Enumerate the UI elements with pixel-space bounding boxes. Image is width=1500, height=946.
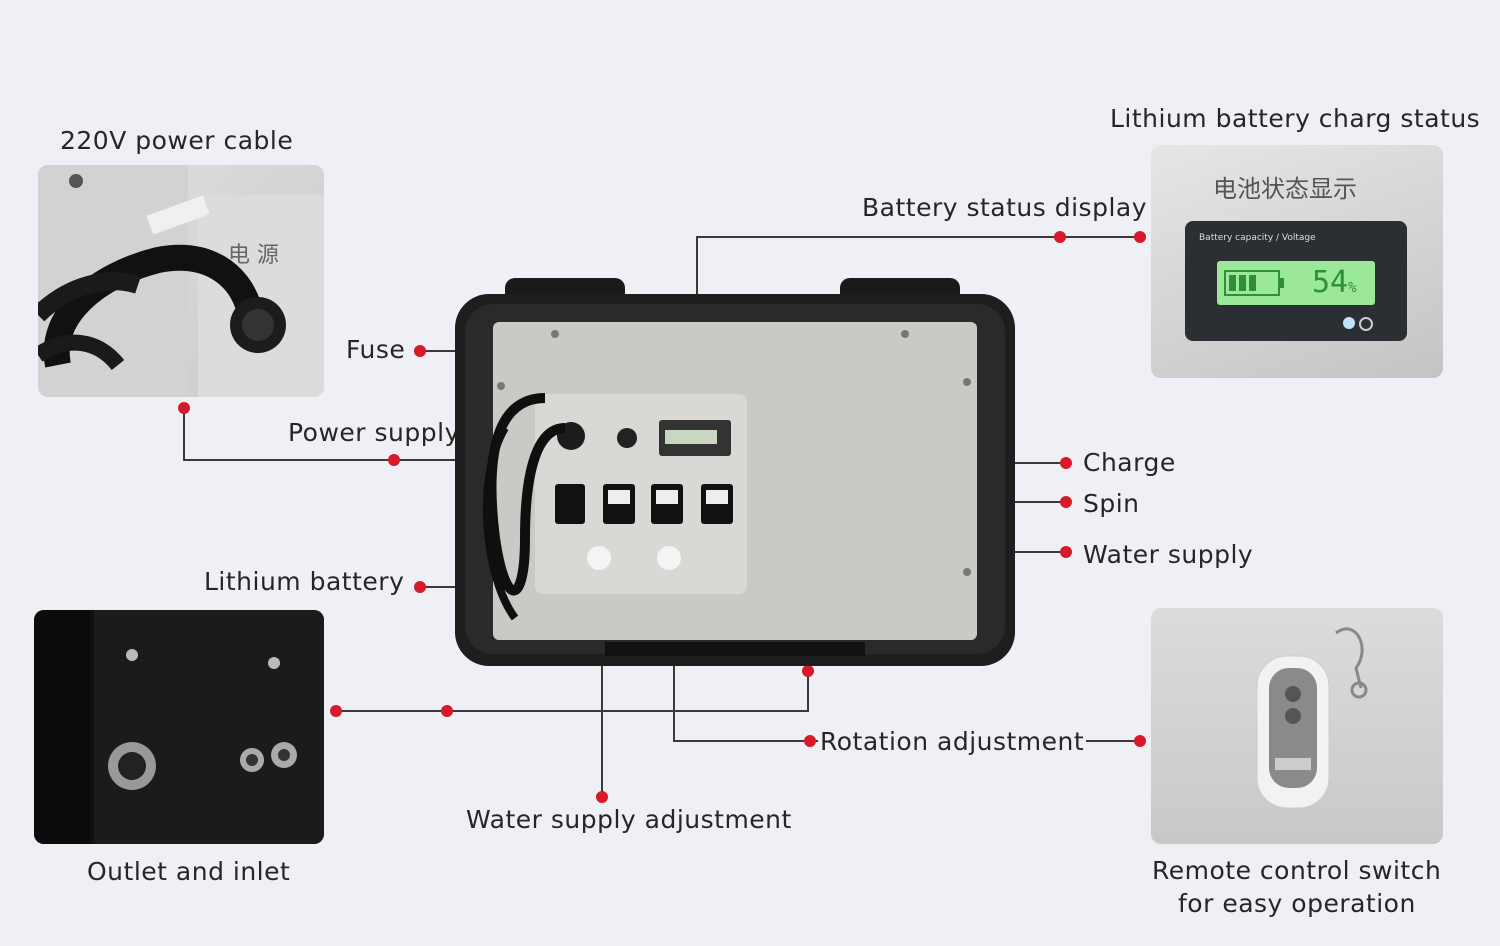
battery-status-photo: 电池状态显示 Battery capacity / Voltage 54% [1151, 145, 1443, 378]
lcd-frame: Battery capacity / Voltage 54% [1185, 221, 1407, 341]
dot-water-label [1060, 546, 1072, 558]
dot-power-photo [178, 402, 190, 414]
remote-label-line1: Remote control switch [1152, 856, 1442, 885]
power-supply-label: Power supply [288, 418, 460, 447]
dot-outlet-box [802, 665, 814, 677]
outlet-inlet-image [34, 610, 324, 844]
fuse-label: Fuse [346, 335, 406, 364]
remote-image [1256, 627, 1368, 809]
remote-label-line2: for easy operation [1178, 889, 1416, 918]
charge-status-label: Lithium battery charg status [1110, 104, 1481, 133]
lithium-battery-label: Lithium battery [204, 567, 405, 596]
dot-fuse-label [414, 345, 426, 357]
water-supply-adjustment-label: Water supply adjustment [466, 805, 792, 834]
control-box-image [455, 278, 1015, 666]
remote-photo [1151, 608, 1443, 844]
control-box [455, 278, 1015, 670]
dot-outlet-mid [441, 705, 453, 717]
dot-rotation-label [804, 735, 816, 747]
dot-lithium-label [414, 581, 426, 593]
lcd-header: Battery capacity / Voltage [1199, 233, 1316, 243]
dot-outlet-photo [330, 705, 342, 717]
outlet-inlet-label: Outlet and inlet [87, 857, 291, 886]
water-supply-label: Water supply [1083, 540, 1254, 569]
dot-remote-photo [1134, 735, 1146, 747]
lcd-battery-icon [1224, 270, 1284, 296]
lcd-unit: % [1348, 280, 1357, 296]
spin-label: Spin [1083, 489, 1140, 518]
power-cable-photo: 电 源 [38, 165, 324, 397]
battery-cn-text: 电池状态显示 [1213, 175, 1357, 203]
dot-water-adjust-label [596, 791, 608, 803]
charge-label: Charge [1083, 448, 1176, 477]
wire-outlet-inlet [336, 671, 809, 712]
lcd-value: 54% [1312, 265, 1357, 300]
dot-power-label [388, 454, 400, 466]
lcd-number: 54 [1312, 265, 1349, 300]
dot-battery-photo [1134, 231, 1146, 243]
lcd-button-icon [1359, 317, 1373, 331]
battery-display-label: Battery status display [862, 193, 1148, 222]
power-cable-label: 220V power cable [60, 126, 294, 155]
dot-charge-label [1060, 457, 1072, 469]
wire-power-supply [183, 408, 572, 461]
lcd-screen: 54% [1217, 261, 1375, 305]
dot-spin-label [1060, 496, 1072, 508]
rotation-adjustment-label: Rotation adjustment [818, 727, 1087, 756]
dot-battery-label [1054, 231, 1066, 243]
outlet-inlet-photo [34, 610, 324, 844]
lcd-indicator-icon [1343, 317, 1355, 329]
power-cn-text: 电 源 [228, 243, 279, 268]
power-cable-image [38, 165, 324, 397]
